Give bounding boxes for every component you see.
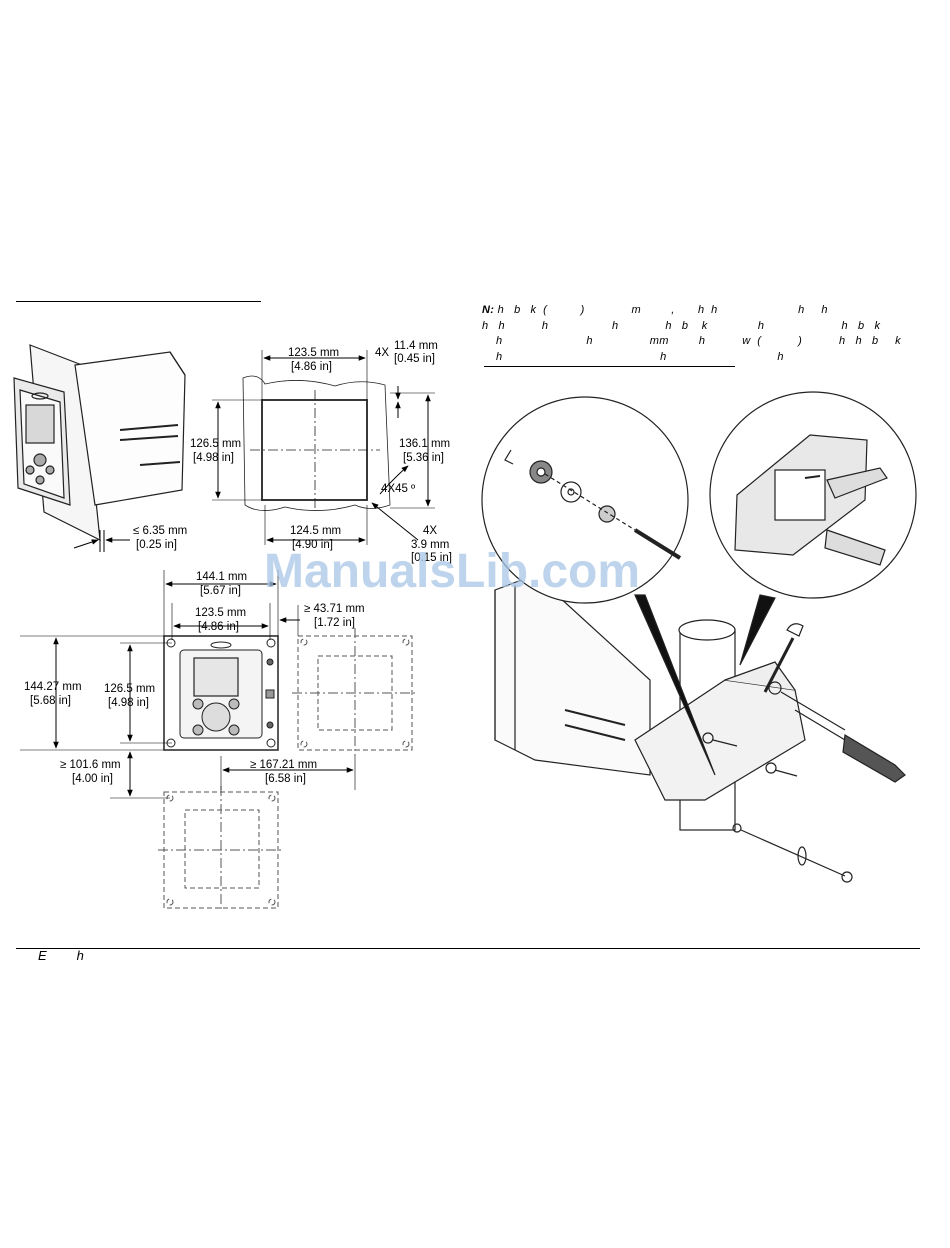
note-line-3: h h mm h w ( ) h h b k <box>496 335 901 347</box>
cutout-height-in: [4.98 in] <box>193 452 234 464</box>
screwdriver <box>794 709 906 783</box>
radius-in: [0.45 in] <box>394 353 435 365</box>
hardware-stack <box>504 449 682 560</box>
overall-width-in: [5.67 in] <box>200 585 241 597</box>
detail-callout-hardware <box>481 396 689 604</box>
note-paragraph: N: h b k ( ) m , h h h h h h h h h b k h… <box>482 303 922 365</box>
panel-thickness-dimension: ≤ 6.35 mm [0.25 in] <box>73 525 187 552</box>
cutout-width2-in: [4.90 in] <box>292 539 333 551</box>
right-section-rule <box>484 366 735 367</box>
bezel-height-mm: 126.5 mm <box>104 683 155 695</box>
front-view-dimensions <box>20 570 356 799</box>
controller-isometric-illustration <box>13 344 186 542</box>
corner-in: [0.15 in] <box>411 552 452 564</box>
clearance-footprint-below <box>158 786 284 912</box>
callout-pointer-2 <box>739 594 776 666</box>
watermark-text: ManualsLib.com <box>264 545 640 598</box>
cutout-width2-mm: 124.5 mm <box>290 525 341 537</box>
footer-left-text: E <box>38 948 47 963</box>
panel-thickness-in: [0.25 in] <box>136 539 177 551</box>
bracket-insert-detail <box>734 434 888 566</box>
left-section-rule <box>16 301 261 302</box>
controller-body <box>494 574 651 776</box>
watermark: ManualsLib.com <box>264 545 640 598</box>
corner-mm: 3.9 mm <box>411 539 449 551</box>
side-gap-in: [1.72 in] <box>314 617 355 629</box>
note-line-4: h h h <box>496 350 784 363</box>
footer-right-text: h <box>76 948 84 963</box>
pitch-mm: ≥ 167.21 mm <box>250 759 317 771</box>
radius-mm: 11.4 mm <box>394 340 438 352</box>
footer-rule <box>16 948 920 949</box>
note-label: N <box>482 304 491 316</box>
radius-count: 4X <box>375 347 389 359</box>
bezel-width-mm: 123.5 mm <box>195 607 246 619</box>
cutout-width-in: [4.86 in] <box>291 361 332 373</box>
panel-cutout-diagram <box>242 375 391 511</box>
callout-pointer-1 <box>634 594 716 776</box>
cutout-dimensions <box>212 350 435 545</box>
chamfer-label: 4X45 º <box>381 483 416 495</box>
controller-front-view <box>163 635 279 751</box>
wrench <box>763 623 804 693</box>
cutout-width-mm: 123.5 mm <box>288 347 339 359</box>
front-view-dimension-labels: 144.1 mm [5.67 in] 123.5 mm [4.86 in] ≥ … <box>24 571 365 785</box>
pipe-mount-illustration <box>481 391 917 883</box>
cutout-dimension-labels: 123.5 mm [4.86 in] 4X 11.4 mm [0.45 in] … <box>190 340 452 564</box>
overall-height-in: [5.68 in] <box>30 695 71 707</box>
clearance-footprint-right <box>292 628 416 756</box>
panel-thickness-mm: ≤ 6.35 mm <box>133 525 187 537</box>
overall-height-mm: 144.27 mm <box>24 681 82 693</box>
corner-count: 4X <box>423 525 437 537</box>
note-line-2: h h h h h b k h h b k <box>482 319 881 332</box>
bezel-height-in: [4.98 in] <box>108 697 149 709</box>
note-line-1: h b k ( ) m , h h h h <box>497 304 828 316</box>
bottom-gap-in: [4.00 in] <box>72 773 113 785</box>
panel-mount-dimension-drawing: ≤ 6.35 mm [0.25 in] 123.5 mm [4.86 in] 4… <box>13 340 452 912</box>
bolts <box>702 681 853 883</box>
bezel-width-in: [4.86 in] <box>198 621 239 633</box>
panel-height-mm: 136.1 mm <box>399 438 450 450</box>
panel-height-in: [5.36 in] <box>403 452 444 464</box>
cutout-height-mm: 126.5 mm <box>190 438 241 450</box>
bottom-gap-mm: ≥ 101.6 mm <box>60 759 121 771</box>
pitch-in: [6.58 in] <box>265 773 306 785</box>
side-gap-mm: ≥ 43.71 mm <box>304 603 365 615</box>
overall-width-mm: 144.1 mm <box>196 571 247 583</box>
mounting-bracket <box>634 679 806 801</box>
